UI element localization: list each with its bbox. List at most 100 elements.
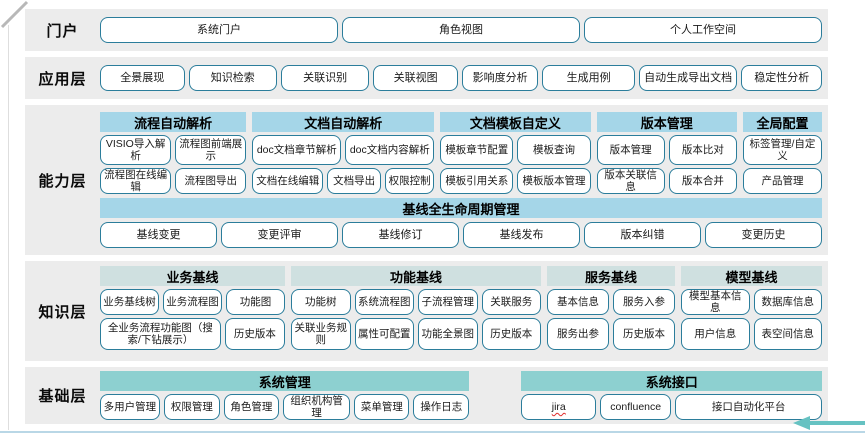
capability-box: 模板引用关系 [440,168,514,194]
knowledge-box: 服务入参 [613,289,675,315]
capability-box: 版本合并 [668,168,737,194]
knowledge-layer-label: 知识层 [38,303,87,321]
knowledge-box: 功能树 [291,289,351,315]
capability-layer-band: 能力层 流程自动解析 VISIO导入解析流程图前端展示 流程图在线编辑流程图导出… [25,105,828,255]
group-row: 流程图在线编辑流程图导出 [100,168,247,194]
group-header: 系统接口 [521,371,822,391]
capability-box: 权限控制 [385,168,435,194]
group-header: 服务基线 [547,266,675,286]
capability-box: doc文档内容解析 [345,135,435,165]
baseline-box: 版本纠错 [584,222,701,248]
group-row: 基本信息服务入参 [547,289,675,315]
portal-button-row: 系统门户角色视图个人工作空间 [100,17,822,43]
group-header: 流程自动解析 [100,112,247,132]
capability-groups: 流程自动解析 VISIO导入解析流程图前端展示 流程图在线编辑流程图导出 文档自… [100,112,823,194]
capability-box: 流程图在线编辑 [100,168,172,194]
group-row: 服务出参历史版本 [547,318,675,350]
capability-box: VISIO导入解析 [100,135,172,165]
foundation-box: 角色管理 [223,394,279,420]
knowledge-box: 历史版本 [224,318,285,350]
capability-box: 模板版本管理 [517,168,591,194]
group-header: 全局配置 [742,112,823,132]
group-row: 业务基线树业务流程图功能图 [100,289,285,315]
capability-box: 流程图前端展示 [175,135,247,165]
capability-box: doc文档章节解析 [252,135,342,165]
bottom-accent-line [0,431,865,433]
foundation-box: jira [521,394,597,420]
knowledge-group-service-baseline: 服务基线 基本信息服务入参 服务出参历史版本 [547,266,675,356]
group-row: 产品管理 [742,168,823,194]
foundation-group-system-management: 系统管理 多用户管理权限管理角色管理组织机构管理菜单管理操作日志 [100,371,470,420]
baseline-lifecycle-header: 基线全生命周期管理 [100,198,822,218]
group-row: 标签管理/自定义 [742,135,823,165]
capability-box: 模板章节配置 [440,135,514,165]
knowledge-box: 数据库信息 [753,289,822,315]
knowledge-box: 模型基本信息 [681,289,750,315]
capability-box: 模板查询 [517,135,591,165]
knowledge-box: 关联服务 [481,289,541,315]
foundation-box: 菜单管理 [354,394,410,420]
application-box: 影响度分析 [461,65,539,91]
knowledge-box: 关联业务规则 [291,318,351,350]
foundation-box: 多用户管理 [100,394,160,420]
portal-layer-label: 门户 [46,22,79,40]
knowledge-box: 系统流程图 [354,289,414,315]
group-row: VISIO导入解析流程图前端展示 [100,135,247,165]
knowledge-box: 基本信息 [547,289,609,315]
capability-box: 文档导出 [327,168,382,194]
capability-group-process-parsing: 流程自动解析 VISIO导入解析流程图前端展示 流程图在线编辑流程图导出 [100,112,247,194]
baseline-box: 变更评审 [221,222,338,248]
application-layer-label: 应用层 [38,70,87,88]
foundation-box: 接口自动化平台 [675,394,822,420]
application-layer-band: 应用层 全景展现知识检索关联识别关联视图影响度分析生成用例自动生成导出文档稳定性… [25,57,828,99]
application-box: 知识检索 [188,65,277,91]
group-header: 系统管理 [100,371,470,391]
group-header: 文档自动解析 [252,112,435,132]
knowledge-box: 用户信息 [681,318,750,350]
capability-layer-label: 能力层 [38,172,87,190]
foundation-groups: 系统管理 多用户管理权限管理角色管理组织机构管理菜单管理操作日志 系统接口 ji… [100,371,822,420]
capability-box: 版本比对 [668,135,737,165]
group-row: 文档在线编辑文档导出权限控制 [252,168,435,194]
application-box: 全景展现 [100,65,185,91]
baseline-box: 基线发布 [463,222,580,248]
knowledge-box: 子流程管理 [418,289,478,315]
group-header: 版本管理 [596,112,737,132]
foundation-box: 组织机构管理 [282,394,351,420]
group-row: 多用户管理权限管理角色管理组织机构管理菜单管理操作日志 [100,394,470,420]
capability-box: 版本关联信息 [596,168,665,194]
portal-box: 系统门户 [100,17,338,43]
knowledge-box: 功能图 [226,289,285,315]
application-box: 关联识别 [280,65,370,91]
group-header: 模型基线 [681,266,822,286]
group-row: 用户信息表空间信息 [681,318,822,350]
group-header: 业务基线 [100,266,285,286]
knowledge-box: 属性可配置 [354,318,414,350]
baseline-box: 基线修订 [342,222,459,248]
knowledge-group-function-baseline: 功能基线 功能树系统流程图子流程管理关联服务 关联业务规则属性可配置功能全景图历… [291,266,541,356]
knowledge-box: 表空间信息 [753,318,822,350]
application-button-row: 全景展现知识检索关联识别关联视图影响度分析生成用例自动生成导出文档稳定性分析 [100,65,823,91]
group-row: 版本管理版本比对 [596,135,737,165]
baseline-box: 变更历史 [705,222,822,248]
group-header: 文档模板自定义 [440,112,591,132]
application-box: 生成用例 [542,65,635,91]
capability-group-version: 版本管理 版本管理版本比对 版本关联信息版本合并 [596,112,737,194]
knowledge-box: 全业务流程功能图（搜索/下钻展示） [100,318,221,350]
portal-box: 角色视图 [342,17,580,43]
knowledge-box: 业务流程图 [163,289,222,315]
foundation-box: 操作日志 [413,394,470,420]
application-box: 自动生成导出文档 [638,65,738,91]
foundation-box: 权限管理 [163,394,220,420]
foundation-layer-label: 基础层 [38,388,87,405]
application-box: 关联视图 [373,65,458,91]
group-row: 功能树系统流程图子流程管理关联服务 [291,289,541,315]
portal-box: 个人工作空间 [584,17,822,43]
knowledge-group-business-baseline: 业务基线 业务基线树业务流程图功能图 全业务流程功能图（搜索/下钻展示）历史版本 [100,266,285,356]
group-row: 全业务流程功能图（搜索/下钻展示）历史版本 [100,318,285,350]
